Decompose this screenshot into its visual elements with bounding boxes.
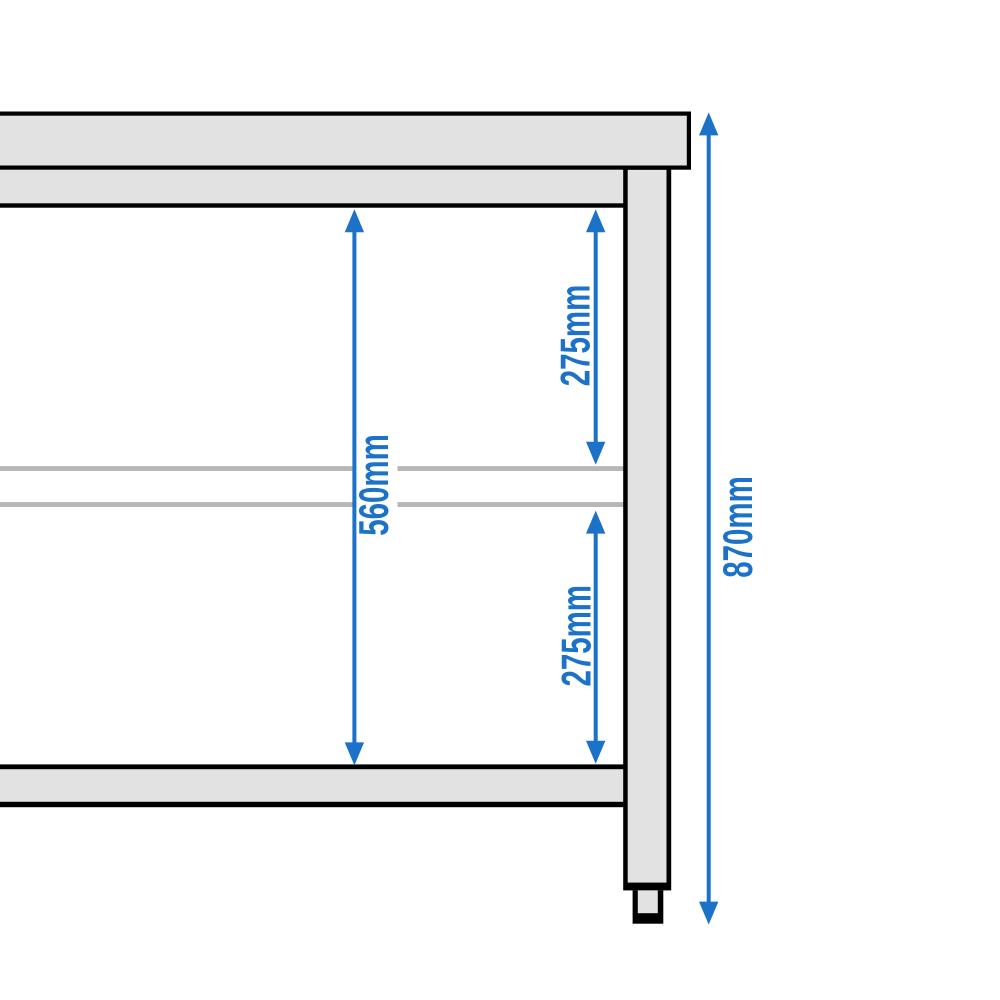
svg-text:560mm: 560mm bbox=[350, 434, 397, 536]
svg-text:870mm: 870mm bbox=[714, 476, 761, 578]
svg-text:275mm: 275mm bbox=[552, 585, 599, 687]
svg-text:275mm: 275mm bbox=[552, 285, 599, 387]
